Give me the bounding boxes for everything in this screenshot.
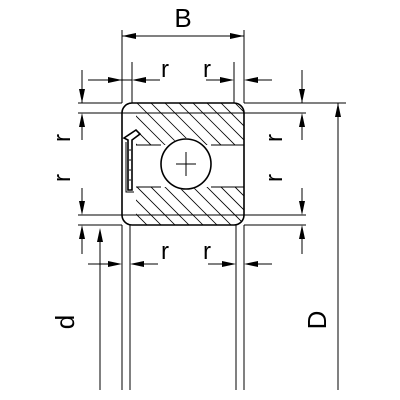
- dimension-r-top: r r: [88, 56, 272, 103]
- label-B: B: [174, 3, 191, 33]
- label-r-top-right: r: [203, 56, 211, 83]
- label-r-right-upper: r: [261, 134, 288, 142]
- hatch-line: [189, 103, 244, 225]
- ball: [160, 138, 212, 190]
- hatch-line: [260, 100, 390, 230]
- dimension-r-left: r r: [49, 70, 126, 254]
- hatch-line: [0, 100, 110, 230]
- dimension-r-right: r r: [244, 70, 306, 254]
- dimension-d: d: [50, 224, 122, 390]
- dimension-D: D: [302, 102, 346, 390]
- label-r-top-left: r: [161, 56, 169, 83]
- label-r-bottom-left: r: [161, 238, 169, 265]
- bearing-body: [0, 100, 400, 230]
- dimension-r-bottom: r r: [88, 238, 272, 267]
- hatch-line: [246, 100, 376, 230]
- dimension-B: B: [121, 3, 245, 103]
- hatch-line: [136, 103, 167, 225]
- hatch-line: [274, 100, 400, 230]
- hatch-line: [203, 103, 244, 225]
- label-r-left-upper: r: [49, 134, 76, 142]
- hatch-line: [0, 100, 124, 230]
- hatch-line: [136, 103, 181, 225]
- hatch-line: [136, 103, 139, 225]
- bore-lines: [121, 225, 245, 390]
- label-r-bottom-right: r: [203, 238, 211, 265]
- label-r-right-lower: r: [261, 174, 288, 182]
- label-d: d: [50, 315, 80, 329]
- label-D: D: [302, 311, 332, 330]
- label-r-left-lower: r: [49, 174, 76, 182]
- hatch-line: [217, 103, 244, 225]
- hatch-line: [136, 103, 195, 225]
- seal-shield: [122, 128, 142, 193]
- hatch-line: [231, 103, 244, 225]
